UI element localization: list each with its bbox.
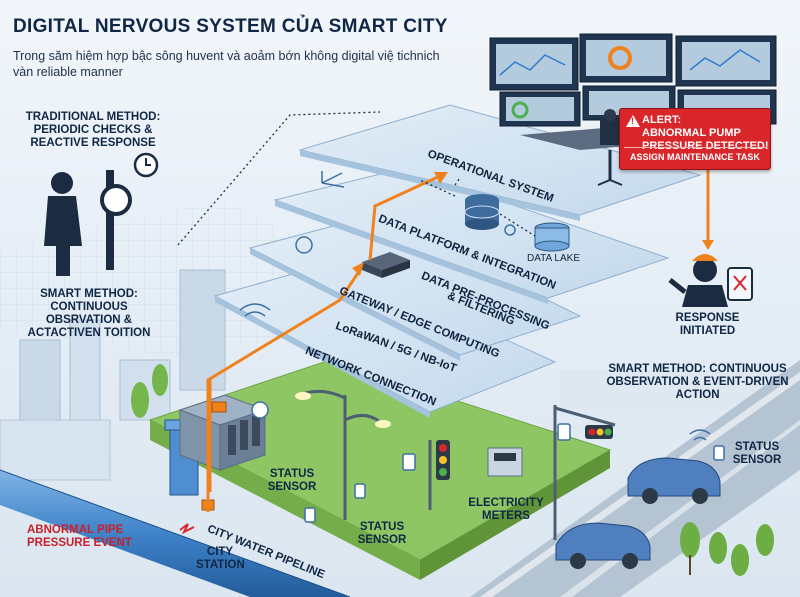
response-label: RESPONSE INITIATED bbox=[675, 312, 740, 337]
pump-station bbox=[178, 394, 267, 535]
data-lake-label: DATA LAKE bbox=[527, 253, 580, 264]
pipe-event-label: ABNORMAL PIPE PRESSURE EVENT bbox=[27, 524, 132, 549]
electricity-meters-label: ELECTRICITY METERS bbox=[468, 497, 544, 522]
dotted-leaders bbox=[177, 111, 536, 246]
smart-method-left-label: SMART METHOD: CONTINUOUS OBSRVATION & AC… bbox=[27, 288, 151, 339]
response-technician bbox=[668, 254, 753, 307]
trees bbox=[131, 364, 774, 576]
alert-banner[interactable]: ! ALERT: ABNORMAL PUMP PRESSURE DETECTED… bbox=[619, 108, 771, 170]
technician-figure bbox=[44, 152, 159, 276]
alert-line-2: ABNORMAL PUMP bbox=[642, 127, 741, 139]
sensor-icons bbox=[251, 401, 725, 523]
traditional-method-label: TRADITIONAL METHOD: PERIODIC CHECKS & RE… bbox=[25, 111, 161, 149]
gateway-device bbox=[362, 252, 410, 278]
data-flow-arrows bbox=[206, 168, 710, 512]
arrow-heads bbox=[352, 172, 714, 276]
warning-icon bbox=[626, 115, 640, 127]
street-furniture bbox=[295, 389, 616, 540]
status-sensor-label-right: STATUS SENSOR bbox=[732, 441, 782, 466]
alert-line-3: PRESSURE DETECTED! bbox=[642, 140, 769, 152]
page-subtitle: Trong săm hiệm hợp bậc sông huvent và ao… bbox=[13, 49, 440, 79]
page-title: DIGITAL NERVOUS SYSTEM CỦA SMART CITY bbox=[13, 16, 448, 37]
layer-operational bbox=[298, 104, 702, 221]
layer-platform bbox=[273, 167, 670, 304]
database bbox=[464, 194, 570, 252]
city-station-label: CITY STATION bbox=[196, 546, 245, 571]
smart-method-right-label: SMART METHOD: CONTINUOUS OBSERVATION & E… bbox=[606, 363, 789, 401]
status-sensor-label-1: STATUS SENSOR bbox=[267, 468, 317, 493]
status-sensor-label-2: STATUS SENSOR bbox=[357, 521, 407, 546]
layer-icons bbox=[239, 171, 345, 317]
assign-task-action[interactable]: ASSIGN MAINTENANCE TASK bbox=[630, 152, 760, 162]
alert-line-1: ALERT: bbox=[642, 114, 682, 126]
cars bbox=[555, 457, 721, 569]
